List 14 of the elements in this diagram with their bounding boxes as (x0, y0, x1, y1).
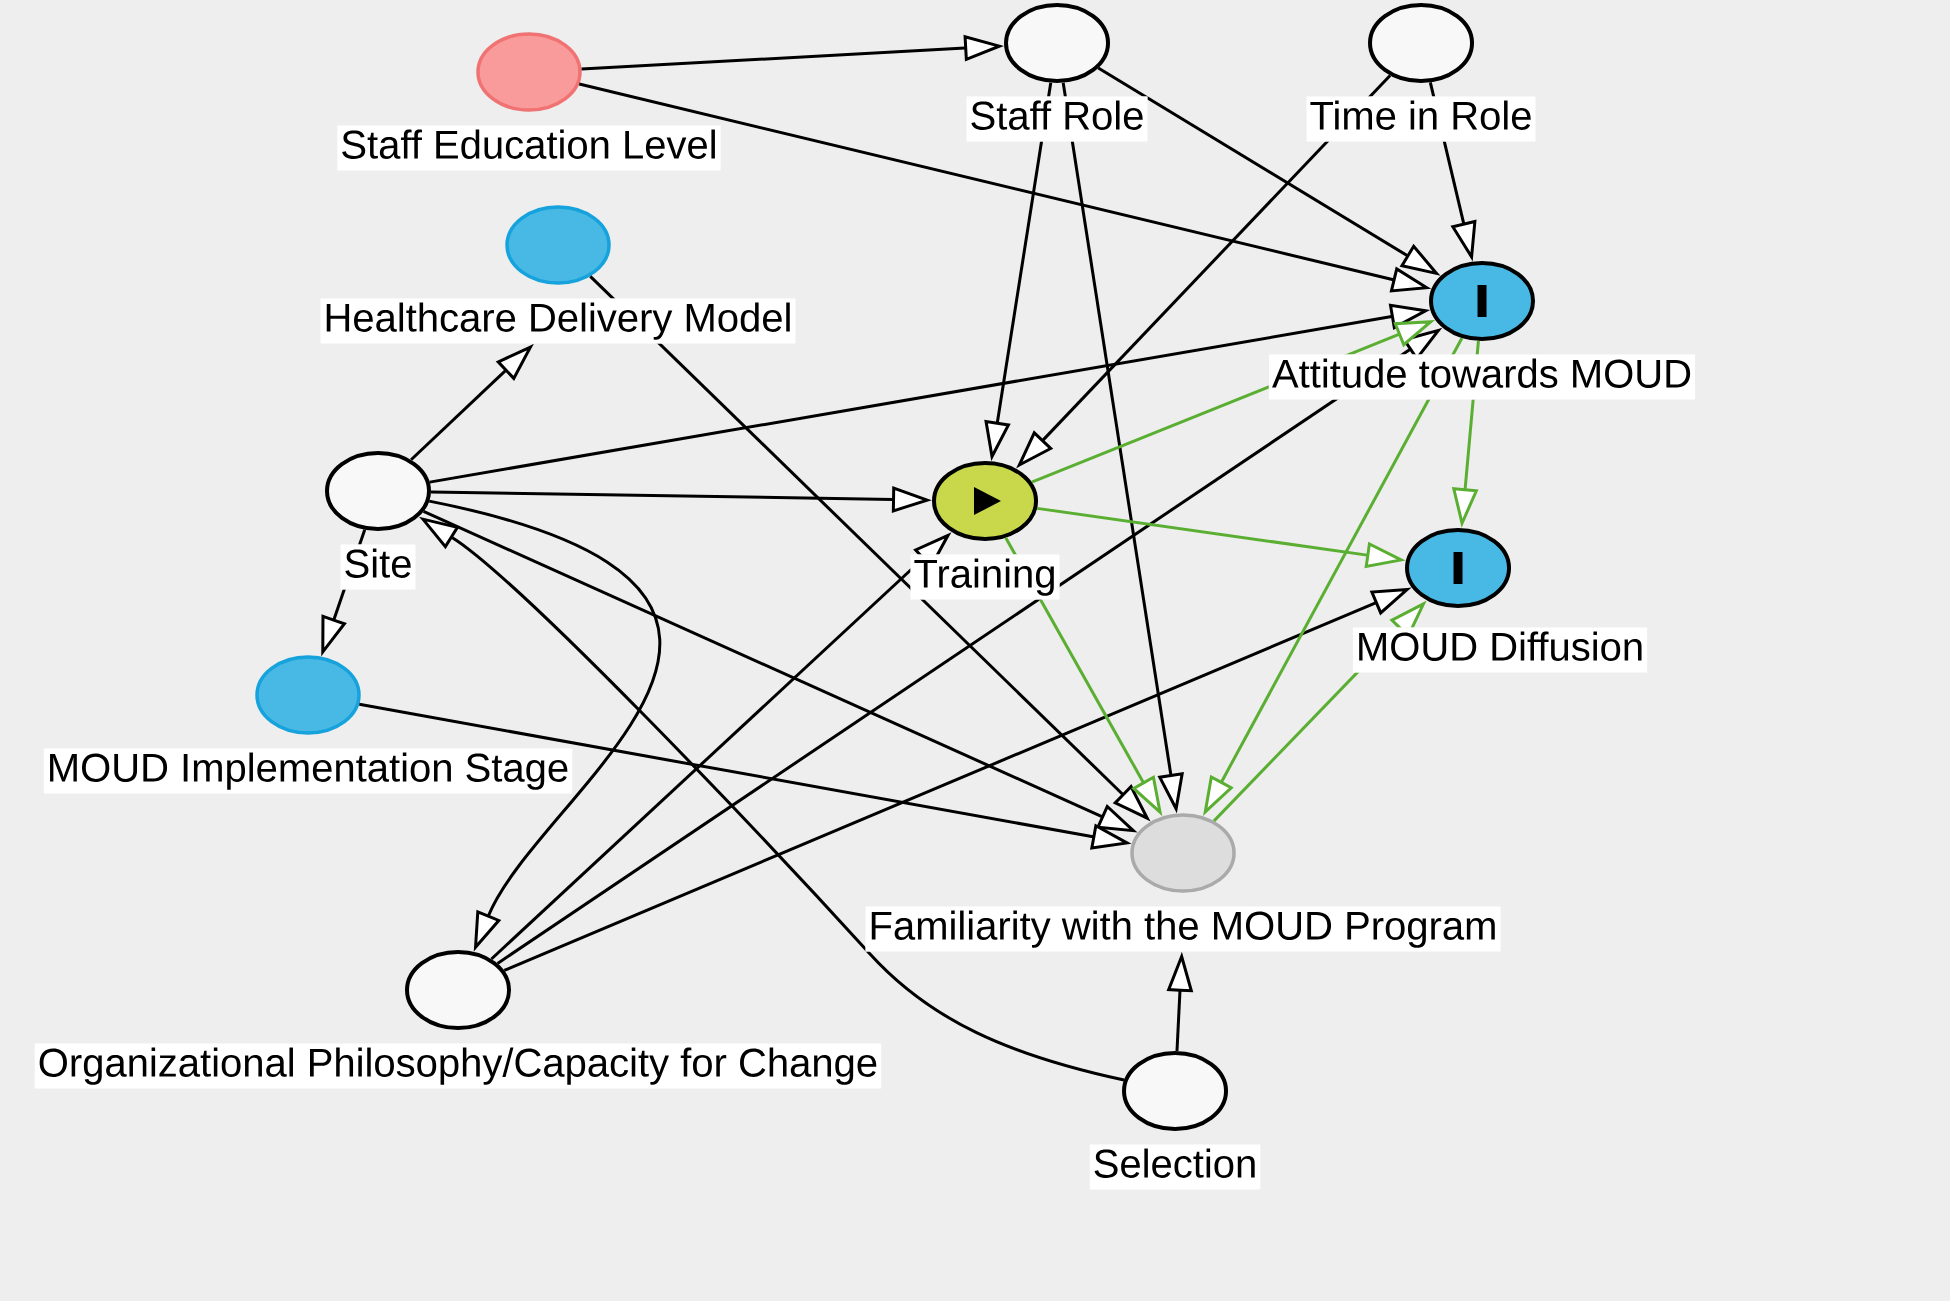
ellipse-node: Staff Education Level (337, 32, 721, 171)
node-label: Site (345, 548, 411, 578)
ellipse-node: Healthcare Delivery Model (320, 205, 796, 344)
node-label: Selection (1094, 1148, 1255, 1178)
ellipse-node: Staff Role (966, 3, 1148, 142)
ellipse-node: MOUD Diffusion (1352, 528, 1648, 673)
ellipse-node: MOUD Implementation Stage (43, 655, 573, 794)
ellipse-node: Attitude towards MOUD (1268, 261, 1696, 400)
ellipse-node: Time in Role (1306, 3, 1536, 142)
ellipse-node: Site (325, 451, 431, 590)
ellipse-node: Familiarity with the MOUD Program (865, 813, 1501, 952)
ellipse-node: Organizational Philosophy/Capacity for Change (34, 950, 882, 1089)
ellipse-node: Training (910, 461, 1060, 600)
ellipse-node: Selection (1089, 1051, 1261, 1190)
